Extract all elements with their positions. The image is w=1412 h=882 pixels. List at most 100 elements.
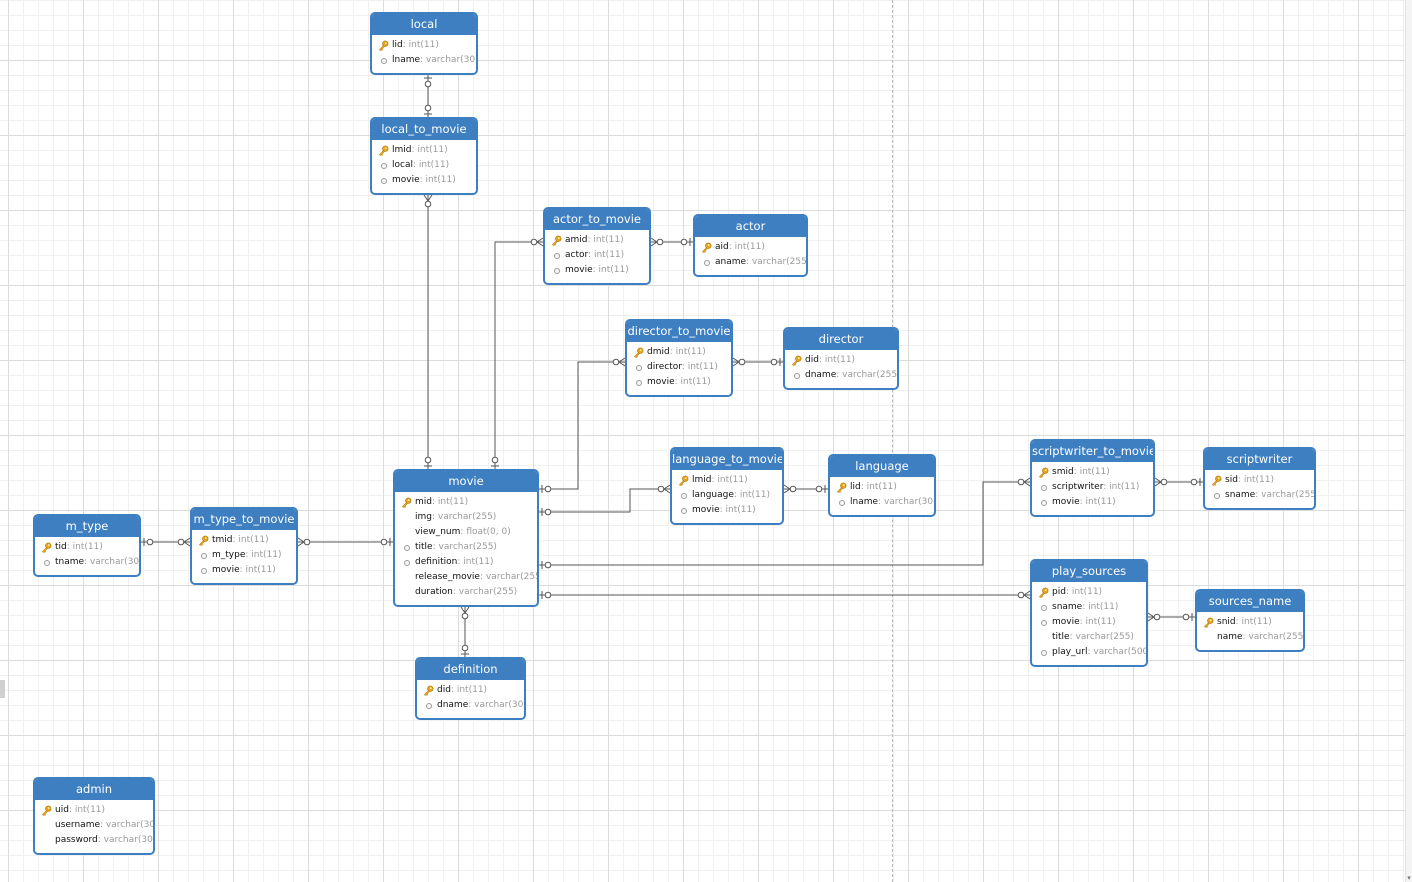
field-row[interactable]: dmid: int(11) xyxy=(627,345,731,360)
field-row[interactable]: movie: int(11) xyxy=(545,263,649,278)
field-row[interactable]: lname: varchar(30) xyxy=(372,53,476,68)
field-row[interactable]: sname: varchar(255) xyxy=(1205,488,1314,503)
field-separator: : xyxy=(1073,467,1080,477)
field-row[interactable]: view_num: float(0, 0) xyxy=(395,525,537,540)
field-type: int(11) xyxy=(680,377,711,387)
optional-circle-mark xyxy=(544,561,552,569)
field-type: int(11) xyxy=(245,565,276,575)
field-row[interactable]: dname: varchar(30) xyxy=(417,698,524,713)
field-row[interactable]: tid: int(11) xyxy=(35,540,139,555)
field-row[interactable]: img: varchar(255) xyxy=(395,510,537,525)
field-row[interactable]: movie: int(11) xyxy=(192,563,296,578)
field-row[interactable]: tmid: int(11) xyxy=(192,533,296,548)
diamond-icon xyxy=(1038,617,1049,628)
field-row[interactable]: play_url: varchar(500) xyxy=(1032,645,1146,660)
field-row[interactable]: lid: int(11) xyxy=(830,480,934,495)
field-row[interactable]: smid: int(11) xyxy=(1032,465,1153,480)
field-row[interactable]: title: varchar(255) xyxy=(1032,630,1146,645)
diamond-icon xyxy=(633,377,644,388)
field-type: float(0, 0) xyxy=(466,527,511,537)
diamond-icon xyxy=(378,55,389,66)
field-name: dmid xyxy=(647,347,670,357)
field-row[interactable]: duration: varchar(255) xyxy=(395,585,537,600)
field-row[interactable]: release_movie: varchar(255) xyxy=(395,570,537,585)
field-type: int(11) xyxy=(1085,497,1116,507)
field-row[interactable]: lmid: int(11) xyxy=(672,473,782,488)
field-type: varchar(30) xyxy=(425,55,478,65)
field-row[interactable]: movie: int(11) xyxy=(372,173,476,188)
field-row[interactable]: lname: varchar(30) xyxy=(830,495,934,510)
field-separator: : xyxy=(245,550,252,560)
field-name: movie xyxy=(1052,617,1080,627)
field-row[interactable]: director: int(11) xyxy=(627,360,731,375)
vertical-scrollbar[interactable] xyxy=(1405,0,1412,882)
side-panel-handle[interactable] xyxy=(0,680,5,698)
key-icon xyxy=(836,482,847,493)
field-separator: : xyxy=(457,557,464,567)
field-row[interactable]: did: int(11) xyxy=(785,353,897,368)
field-type: int(11) xyxy=(734,242,765,252)
key-icon xyxy=(633,347,644,358)
field-type: varchar(30) xyxy=(103,835,155,845)
field-row[interactable]: language: int(11) xyxy=(672,488,782,503)
field-row[interactable]: movie: int(11) xyxy=(1032,615,1146,630)
field-row[interactable]: movie: int(11) xyxy=(1032,495,1153,510)
field-row[interactable]: lmid: int(11) xyxy=(372,143,476,158)
field-row[interactable]: pid: int(11) xyxy=(1032,585,1146,600)
field-row[interactable]: mid: int(11) xyxy=(395,495,537,510)
field-row[interactable]: password: varchar(30) xyxy=(35,833,153,848)
field-row[interactable]: aid: int(11) xyxy=(695,240,806,255)
field-row[interactable]: amid: int(11) xyxy=(545,233,649,248)
field-name: director xyxy=(647,362,682,372)
field-type: int(11) xyxy=(598,265,629,275)
optional-circle-mark xyxy=(491,456,499,464)
field-row[interactable]: tname: varchar(30) xyxy=(35,555,139,570)
field-separator: : xyxy=(468,700,475,710)
field-row[interactable]: snid: int(11) xyxy=(1197,615,1303,630)
field-type: int(11) xyxy=(1243,475,1275,485)
field-separator: : xyxy=(836,370,843,380)
field-row[interactable]: local: int(11) xyxy=(372,158,476,173)
field-row[interactable]: username: varchar(30) xyxy=(35,818,153,833)
field-row[interactable]: definition: int(11) xyxy=(395,555,537,570)
field-row[interactable]: movie: int(11) xyxy=(672,503,782,518)
field-row[interactable]: sname: int(11) xyxy=(1032,600,1146,615)
field-row[interactable]: uid: int(11) xyxy=(35,803,153,818)
scroll-down-icon[interactable]: ▾ xyxy=(1407,874,1411,882)
diamond-icon xyxy=(551,265,562,276)
field-row[interactable]: name: varchar(255) xyxy=(1197,630,1303,645)
field-row[interactable]: m_type: int(11) xyxy=(192,548,296,563)
field-type: int(11) xyxy=(408,40,439,50)
field-row[interactable]: movie: int(11) xyxy=(627,375,731,390)
field-row[interactable]: lid: int(11) xyxy=(372,38,476,53)
field-row[interactable]: aname: varchar(255) xyxy=(695,255,806,270)
key-icon xyxy=(1038,587,1049,598)
field-row[interactable]: dname: varchar(255) xyxy=(785,368,897,383)
field-separator: : xyxy=(411,145,418,155)
field-row[interactable]: title: varchar(255) xyxy=(395,540,537,555)
field-row[interactable]: actor: int(11) xyxy=(545,248,649,263)
key-icon xyxy=(551,235,562,246)
field-separator: : xyxy=(733,490,740,500)
field-row[interactable]: scriptwriter: int(11) xyxy=(1032,480,1153,495)
field-row[interactable]: sid: int(11) xyxy=(1205,473,1314,488)
field-row[interactable]: did: int(11) xyxy=(417,683,524,698)
